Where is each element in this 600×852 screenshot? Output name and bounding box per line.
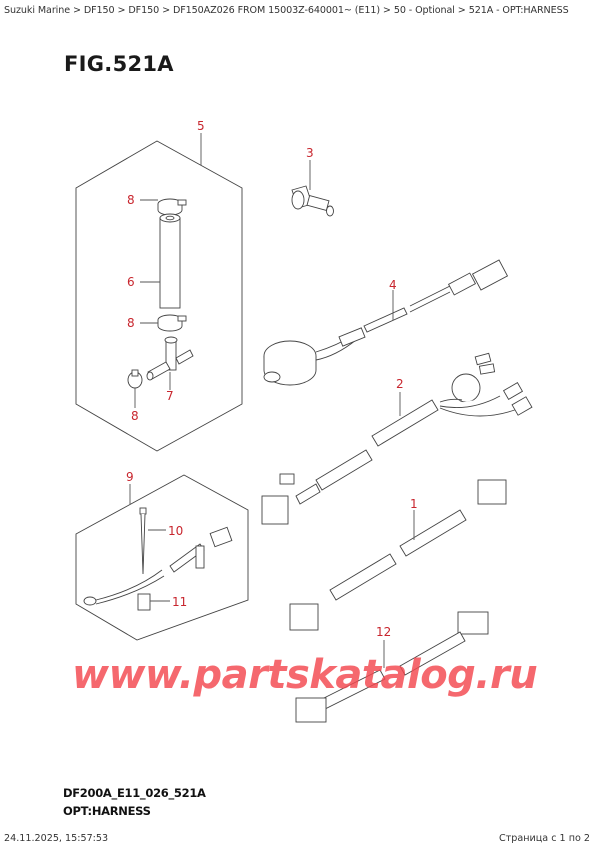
page-indicator: Страница с 1 по 2 [499, 833, 590, 844]
figure-title: FIG.521A [64, 52, 174, 76]
main-harness-icon [261, 352, 533, 525]
buzzer-harness-icon [263, 259, 509, 386]
watermark: www.partskatalog.ru [72, 652, 538, 698]
callout-9[interactable]: 9 [126, 470, 134, 484]
hose-icon [159, 213, 181, 309]
kit-9-frame [75, 474, 249, 641]
fuse-icon [137, 593, 151, 611]
callout-4[interactable]: 4 [389, 278, 397, 292]
callout-8-bot[interactable]: 8 [131, 409, 139, 423]
figure-code: DF200A_E11_026_521A [63, 786, 206, 800]
plug-icon [291, 185, 334, 217]
callout-5[interactable]: 5 [197, 119, 205, 133]
callout-11[interactable]: 11 [172, 595, 187, 609]
callout-7[interactable]: 7 [166, 389, 174, 403]
battery-cable-icon [83, 526, 233, 606]
callout-3[interactable]: 3 [306, 146, 314, 160]
callout-6[interactable]: 6 [127, 275, 135, 289]
adapter-harness-icon [295, 611, 489, 723]
harness-extension-icon [289, 479, 507, 631]
cable-tie-icon [139, 507, 147, 575]
callout-8-mid[interactable]: 8 [127, 316, 135, 330]
callout-8-top[interactable]: 8 [127, 193, 135, 207]
clamp-icon [127, 369, 143, 389]
tee-joint-icon [146, 336, 194, 381]
timestamp: 24.11.2025, 15:57:53 [4, 833, 109, 844]
callout-12[interactable]: 12 [376, 625, 391, 639]
clamp-icon [157, 198, 187, 216]
callout-2[interactable]: 2 [396, 377, 404, 391]
figure-name: OPT:HARNESS [63, 804, 151, 818]
breadcrumb[interactable]: Suzuki Marine > DF150 > DF150 > DF150AZ0… [4, 5, 569, 16]
callout-1[interactable]: 1 [410, 497, 418, 511]
kit-5-frame [75, 140, 243, 452]
callout-10[interactable]: 10 [168, 524, 183, 538]
clamp-icon [157, 314, 187, 332]
